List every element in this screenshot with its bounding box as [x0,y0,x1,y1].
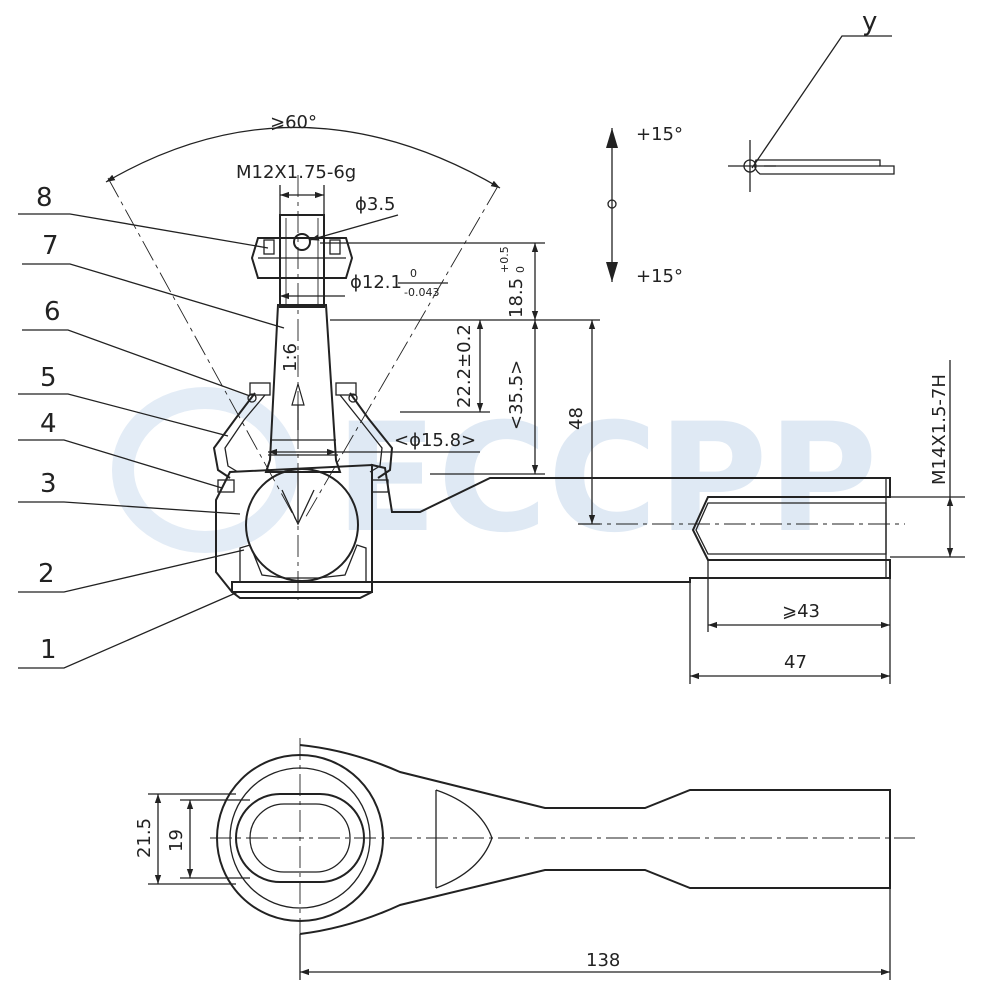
callout-6: 6 [44,297,61,327]
eye-outer-label: 21.5 [134,818,155,858]
swing-pivot [607,199,617,209]
nut-height-tol-lower: 0 [514,266,527,273]
callout-2: 2 [38,559,55,589]
swing-down-label: +15° [636,266,683,287]
ref-height-label: <35.5> [506,360,527,430]
hole-leader [309,214,399,241]
swing-arrow-down [606,262,618,282]
angle-label: ⩾60° [270,112,317,133]
bottom-plug [231,581,373,599]
swing-detail: +15° +15° [606,124,683,287]
tapered-stud [264,304,342,473]
callout-3: 3 [40,469,57,499]
dust-boot-right-inner [339,394,383,473]
swing-limit-right [303,185,499,521]
clamp-wire-right [348,393,358,403]
clamp-ring-right [335,382,357,396]
leader-2 [18,549,245,593]
total-height-label: 48 [566,407,587,430]
bearing-seat [239,544,367,583]
clamp-ring-left [249,382,271,396]
callouts: 8 7 6 5 4 3 2 1 [18,183,285,669]
taper-height-label: 22.2±0.2 [454,324,475,408]
taper-dia-label: ϕ12.1 [350,272,402,293]
dust-boot-left-inner [224,394,266,473]
view-y-leader [751,35,892,169]
neck-dia-label: <ϕ15.8> [394,430,476,451]
dust-boot-left [212,392,256,479]
callout-1: 1 [40,635,57,665]
leader-4 [18,439,223,489]
castle-nut [250,237,354,279]
boot-retainer-right [371,479,389,493]
top-view-outline [299,744,891,935]
ball-center-mark [281,489,315,526]
total-length-label: 138 [586,950,620,971]
ball-stud-ball [245,468,359,582]
taper-tol-lower: -0.043 [404,286,439,299]
top-view: 21.5 19 138 [134,738,915,980]
clamp-wire-left [247,393,257,403]
leader-7 [22,263,285,329]
stud-thread-label: M12X1.75-6g [236,162,356,183]
pin-body [754,159,895,175]
eye-inner-label: 19 [166,829,187,852]
leader-1 [18,591,239,669]
dust-boot-right [349,392,394,479]
angle-arc [105,126,501,189]
swing-arrow-up [606,128,618,148]
thread-depth-label: ⩾43 [782,601,820,622]
leader-6 [22,329,251,397]
view-y-label: y [862,7,877,37]
leader-5 [18,393,229,437]
taper-tol-upper: 0 [410,267,417,280]
leader-3 [18,501,241,515]
cotter-pin-view: y [728,7,895,192]
pin-eye [743,159,757,173]
nut-height-label: 18.5 [506,278,527,318]
internal-thread-label: M14X1.5-7H [929,374,950,485]
arm-transition-curve [435,789,493,889]
threaded-bore [695,502,887,555]
hole-label: ϕ3.5 [355,194,396,215]
callout-4: 4 [40,409,57,439]
nut-height-tol-upper: +0.5 [498,246,511,273]
swing-limit-left [107,177,297,521]
taper-ratio-label: 1:6 [280,343,301,372]
callout-7: 7 [42,231,59,261]
callout-5: 5 [40,363,57,393]
cotter-pin-hole [293,233,311,251]
boot-retainer-left [217,479,235,493]
callout-8: 8 [36,183,53,213]
swing-up-label: +15° [636,124,683,145]
nut-slot-right [329,239,341,255]
threaded-shank [279,214,325,308]
leader-8 [18,213,269,249]
section-view: ⩾60° M12X1.75-6g ϕ3.5 ϕ12.1 0 -0.043 1:6… [105,112,965,684]
bore-depth-label: 47 [784,652,807,673]
